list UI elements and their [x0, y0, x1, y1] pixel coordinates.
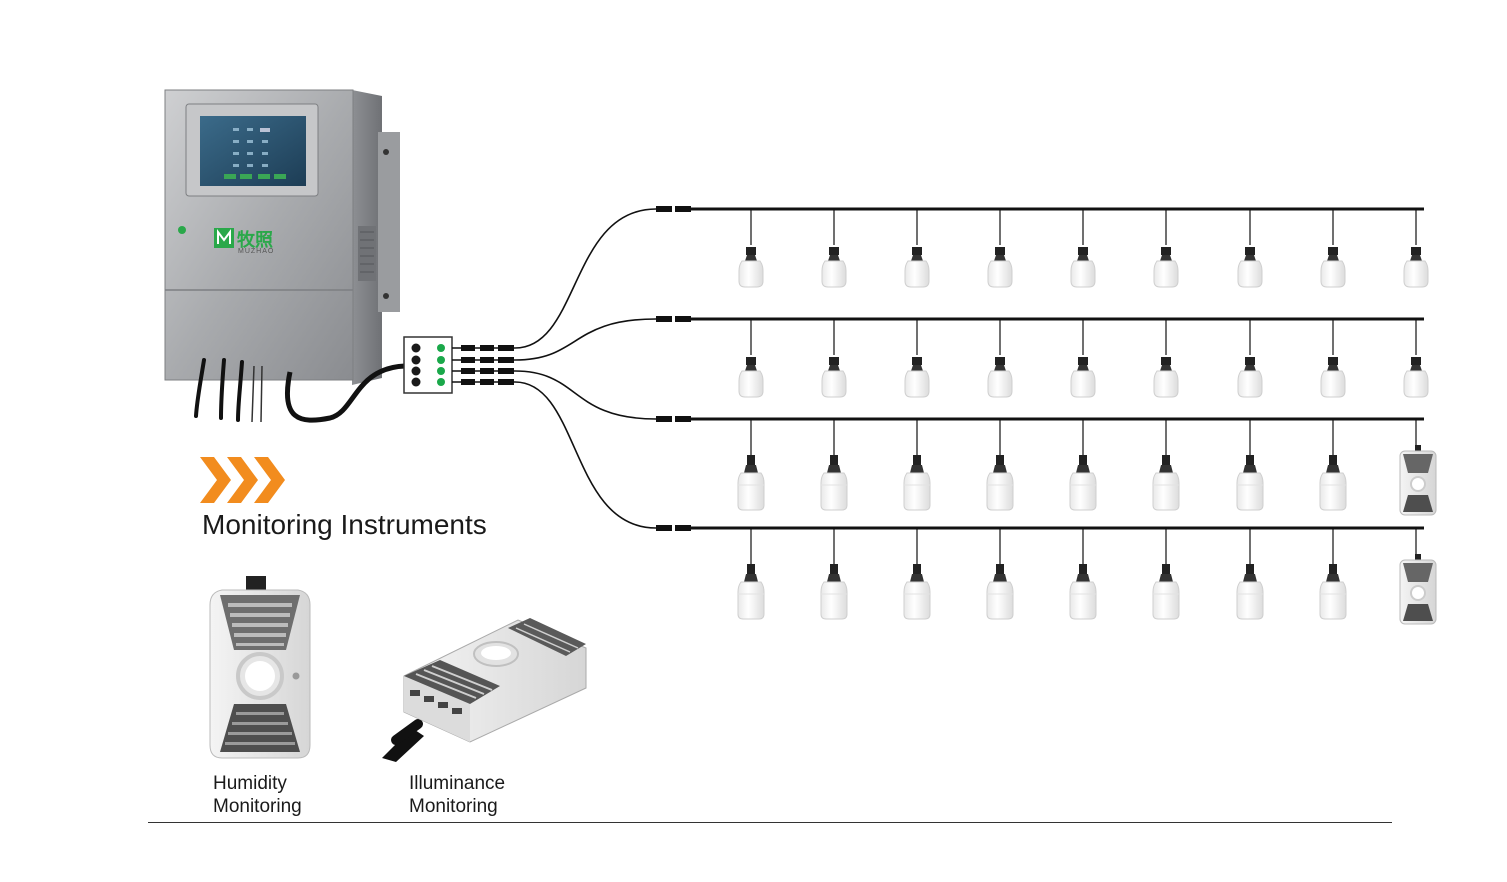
light-bulb — [904, 247, 930, 288]
plug — [498, 357, 514, 363]
light-bulb — [821, 247, 847, 288]
light-bulb — [1403, 357, 1429, 398]
svg-text:MUZHAO: MUZHAO — [238, 248, 274, 255]
touch-screen — [200, 116, 306, 186]
light-bulb — [1236, 564, 1264, 620]
humidity-caption-line2: Monitoring — [213, 796, 302, 817]
illuminance-caption-line2: Monitoring — [409, 796, 498, 817]
plug — [498, 368, 514, 374]
power-indicator-icon — [178, 226, 186, 234]
humidity-caption: Humidity Monitoring — [213, 772, 302, 818]
light-bulb — [904, 357, 930, 398]
light-bulb — [987, 247, 1013, 288]
plug — [461, 379, 475, 385]
junction-box — [403, 336, 453, 394]
lighting-line-4 — [656, 525, 1437, 625]
branch-cable — [514, 318, 657, 361]
connector-plugs — [452, 345, 515, 385]
light-bulb — [1403, 247, 1429, 288]
light-bulb — [820, 455, 848, 511]
line-connector — [656, 416, 672, 422]
light-bulb — [1069, 455, 1097, 511]
light-bulb — [737, 455, 765, 511]
branch-cable — [514, 370, 657, 420]
line-connector — [656, 316, 672, 322]
lighting-line-2 — [656, 316, 1429, 398]
light-bulb — [1237, 247, 1263, 288]
plug — [480, 368, 494, 374]
plug — [480, 379, 494, 385]
branch-cables — [514, 208, 657, 529]
light-bulb — [1070, 357, 1096, 398]
light-bulb — [738, 247, 764, 288]
humidity-sensor-image — [209, 576, 311, 759]
plug — [461, 345, 475, 351]
light-bulb — [737, 564, 765, 620]
light-bulb — [1236, 455, 1264, 511]
light-bulb — [903, 455, 931, 511]
plug — [498, 379, 514, 385]
footer-divider — [148, 822, 1392, 823]
plug — [461, 368, 475, 374]
brand-logo: 牧照 MUZHAO — [214, 228, 274, 255]
light-bulb — [1152, 455, 1180, 511]
plug — [461, 357, 475, 363]
light-bulb — [986, 564, 1014, 620]
mini-sensor — [1399, 554, 1437, 625]
light-bulb — [1070, 247, 1096, 288]
light-bulb — [1152, 564, 1180, 620]
section-title: Monitoring Instruments — [202, 509, 487, 540]
light-bulb — [821, 357, 847, 398]
plug — [480, 357, 494, 363]
lighting-lines — [656, 206, 1437, 625]
light-bulb — [1320, 247, 1346, 288]
light-bulb — [820, 564, 848, 620]
line-connector — [656, 525, 672, 531]
lighting-line-3 — [656, 416, 1437, 516]
illuminance-caption: Illuminance Monitoring — [409, 772, 505, 818]
light-bulb — [1153, 247, 1179, 288]
illuminance-caption-line1: Illuminance — [409, 773, 506, 794]
light-bulb — [1153, 357, 1179, 398]
mini-sensor — [1399, 445, 1437, 516]
illuminance-sensor-image — [382, 618, 587, 762]
branch-cable — [514, 208, 657, 349]
light-bulb — [987, 357, 1013, 398]
humidity-caption-line1: Humidity — [213, 773, 287, 794]
light-bulb — [1319, 455, 1347, 511]
light-bulb — [738, 357, 764, 398]
light-bulb — [1069, 564, 1097, 620]
controller-cabinet: 牧照 MUZHAO — [164, 89, 406, 423]
light-bulb — [986, 455, 1014, 511]
chevron-triple-right-icon — [200, 457, 285, 503]
plug — [480, 345, 494, 351]
branch-cable — [514, 381, 657, 529]
plug — [498, 345, 514, 351]
light-bulb — [1319, 564, 1347, 620]
line-connector — [656, 206, 672, 212]
light-bulb — [1320, 357, 1346, 398]
svg-text:牧照: 牧照 — [237, 229, 273, 251]
lighting-line-1 — [656, 206, 1429, 288]
light-bulb — [1237, 357, 1263, 398]
light-bulb — [903, 564, 931, 620]
